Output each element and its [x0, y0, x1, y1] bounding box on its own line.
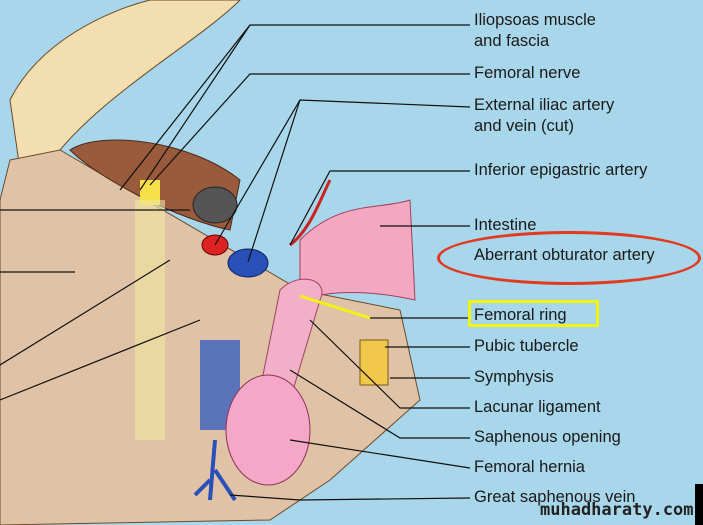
femoral-hernia [225, 374, 311, 486]
label-femoral-ring: Femoral ring [474, 306, 567, 324]
hernia-neck [259, 278, 323, 401]
label-symphysis: Symphysis [474, 368, 554, 386]
intestine [299, 199, 416, 301]
label-iliopsoas-1: Iliopsoas muscle [474, 11, 596, 29]
label-inferior-epigastric: Inferior epigastric artery [474, 161, 648, 179]
label-saphenous-opening: Saphenous opening [474, 428, 621, 446]
label-great-saphenous-vein: Great saphenous vein [474, 488, 636, 506]
label-lacunar-ligament: Lacunar ligament [474, 398, 601, 416]
label-aberrant-obturator: Aberrant obturator artery [474, 246, 655, 264]
label-pubic-tubercle: Pubic tubercle [474, 337, 579, 355]
aberrant-obturator-artery [289, 179, 332, 247]
iliac-bone [9, 0, 241, 171]
abdominal-wall [0, 149, 421, 525]
external-iliac-vein [227, 248, 269, 278]
fascia-stump [192, 186, 238, 224]
label-femoral-nerve: Femoral nerve [474, 64, 581, 82]
leader-lines [0, 24, 471, 501]
nerve-course [135, 200, 165, 440]
highlight-oval-aberrant-obturator [437, 231, 701, 285]
highlight-box-femoral-ring [468, 300, 599, 327]
label-iliopsoas-2: and fascia [474, 32, 550, 50]
pubic-tubercle [359, 339, 389, 386]
watermark: muhadharaty.com [540, 500, 694, 520]
femoral-nerve [140, 180, 160, 205]
label-intestine: Intestine [474, 216, 537, 234]
label-external-iliac-1: External iliac artery [474, 96, 615, 114]
label-femoral-hernia: Femoral hernia [474, 458, 585, 476]
edge-bar [695, 484, 703, 525]
label-external-iliac-2: and vein (cut) [474, 117, 574, 135]
